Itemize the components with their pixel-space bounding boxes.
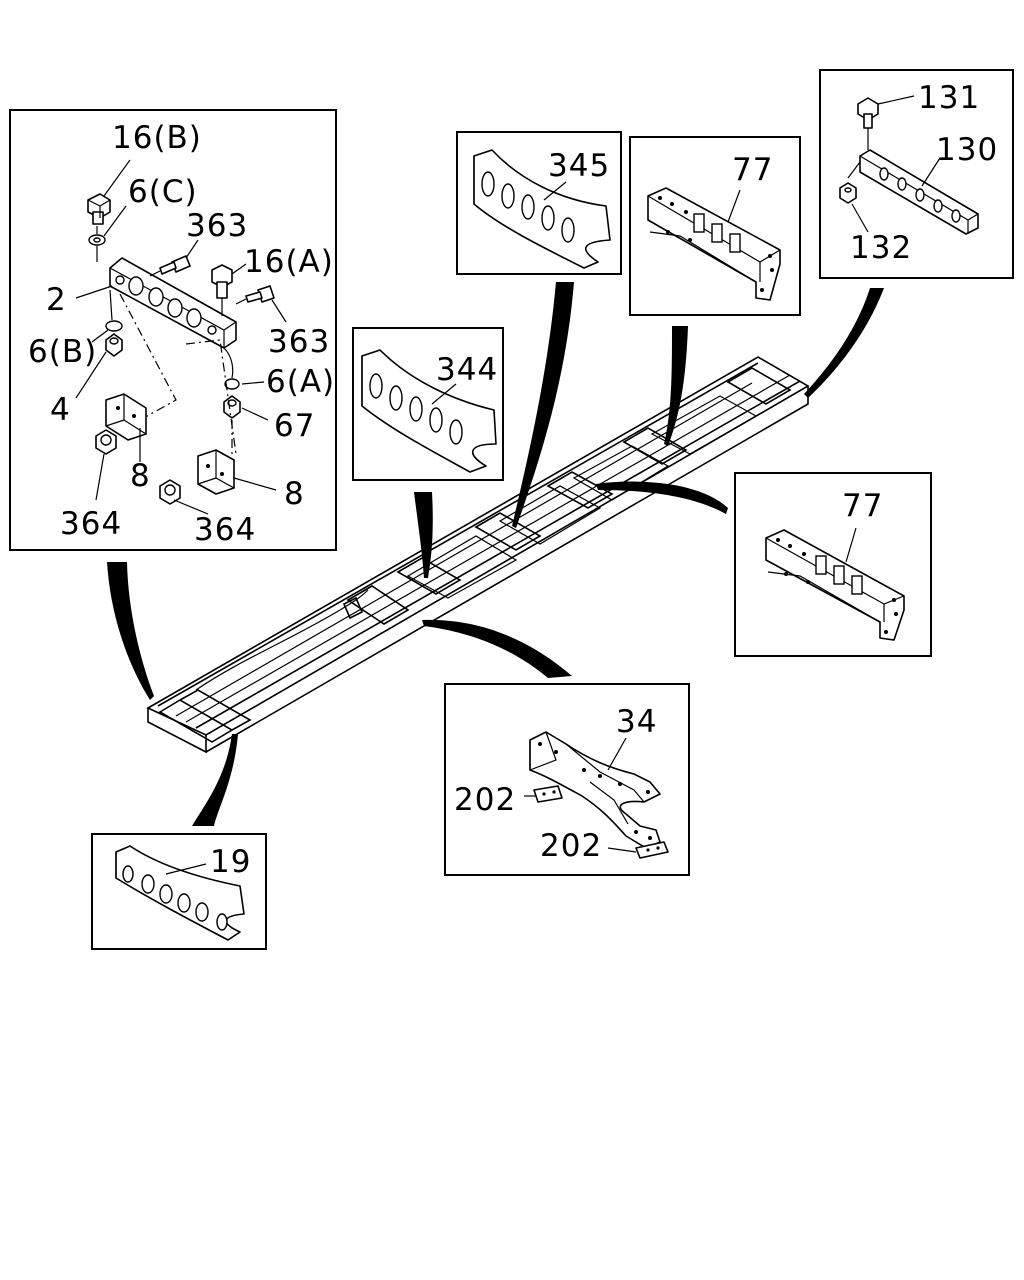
- detail-box-crossmember-19: 19: [91, 833, 267, 950]
- chassis-frame: [146, 356, 810, 754]
- label-8-left: 8: [130, 458, 151, 494]
- plate-202-right-icon: [635, 841, 669, 859]
- nut-4-icon: [105, 333, 123, 357]
- bracket-8-right-icon: [197, 449, 235, 495]
- label-19: 19: [210, 844, 251, 880]
- detail-box-bracket-assembly: 16(B) 6(C) 363 16(A) 2 363 6(B) 6(A) 4 6…: [9, 109, 337, 551]
- label-77-right: 77: [842, 488, 883, 524]
- leader-lines: [107, 282, 884, 826]
- label-364-right: 364: [194, 512, 256, 548]
- washer-6a-icon: [224, 378, 240, 390]
- detail-box-crossmember-34: 34 202 202: [444, 683, 690, 876]
- plate-202-left-icon: [533, 785, 563, 803]
- crossmember-34-icon: [529, 731, 661, 849]
- label-8-right: 8: [284, 476, 305, 512]
- label-4: 4: [50, 392, 71, 428]
- bolt-131-icon: [857, 97, 879, 150]
- label-363-top: 363: [186, 208, 248, 244]
- label-364-left: 364: [60, 506, 122, 542]
- bolt-16a-icon: [211, 264, 233, 316]
- nut-67-icon: [223, 395, 241, 419]
- bolt-16b-icon: [87, 193, 111, 225]
- crossmember-130-icon: [859, 149, 979, 235]
- label-34: 34: [616, 704, 657, 740]
- label-345: 345: [548, 148, 610, 184]
- label-6c: 6(C): [128, 174, 198, 210]
- label-77-top: 77: [732, 152, 773, 188]
- label-16b: 16(B): [112, 120, 202, 156]
- nut-364-left-icon: [95, 429, 117, 455]
- detail-box-crossmember-345: 345: [456, 131, 622, 275]
- label-16a: 16(A): [244, 244, 334, 280]
- label-202-right: 202: [540, 828, 602, 864]
- bracket-bar-icon: [109, 257, 237, 349]
- label-67: 67: [274, 408, 315, 444]
- label-344: 344: [436, 352, 498, 388]
- label-202-left: 202: [454, 782, 516, 818]
- nut-132-icon: [839, 182, 857, 204]
- detail-box-crossmember-344: 344: [352, 327, 504, 481]
- label-131: 131: [918, 80, 980, 116]
- detail-box-crossmember-77-top: 77: [629, 136, 801, 316]
- label-6a: 6(A): [266, 364, 335, 400]
- detail-box-crossmember-77-right: 77: [734, 472, 932, 657]
- label-363-right: 363: [268, 324, 330, 360]
- bracket-8-left-icon: [105, 393, 147, 441]
- nut-364-right-icon: [159, 479, 181, 505]
- label-130: 130: [936, 132, 998, 168]
- bolt-363-top-icon: [149, 255, 191, 277]
- label-2: 2: [46, 282, 67, 318]
- label-6b: 6(B): [28, 334, 97, 370]
- washer-6b-icon: [105, 320, 123, 332]
- detail-box-crossmember-130: 131 130 132: [819, 69, 1014, 279]
- label-132: 132: [850, 230, 912, 266]
- bolt-363-right-icon: [235, 285, 275, 305]
